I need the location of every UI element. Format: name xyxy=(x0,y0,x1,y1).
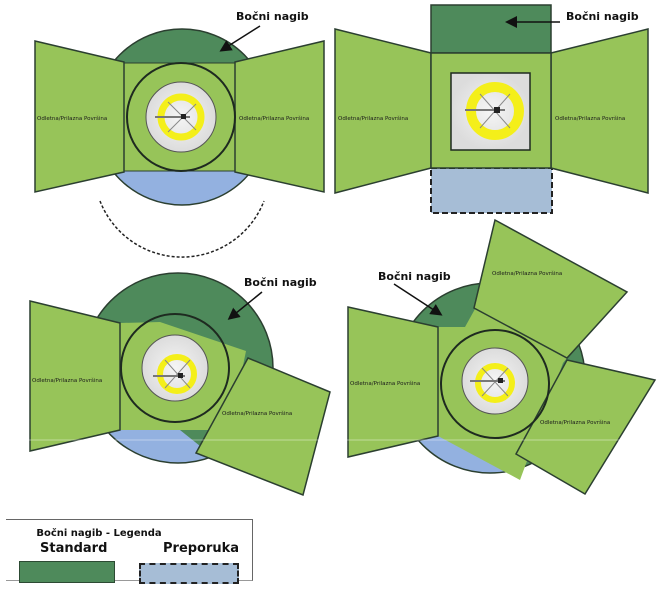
panel-1: Odletna/Prilazna Površina Odletna/Prilaz… xyxy=(34,10,325,258)
legend: Bočni nagib - Legenda Standard Preporuka xyxy=(6,519,253,584)
helicopter-icon xyxy=(494,107,500,113)
panel-2: Odletna/Prilazna Površina Odletna/Prilaz… xyxy=(334,4,649,214)
surface-label: Odletna/Prilazna Površina xyxy=(37,115,107,122)
legend-title: Bočni nagib - Legenda xyxy=(36,528,162,539)
fato-circle xyxy=(120,313,230,423)
approach-surface-top xyxy=(473,218,629,359)
side-slope-callout: Bočni nagib xyxy=(236,10,309,23)
callout-arrow xyxy=(219,25,261,52)
helicopter-icon xyxy=(498,378,503,383)
approach-surface-right xyxy=(234,40,325,193)
surface-label: Odletna/Prilazna Površina xyxy=(492,270,562,277)
helicopter-icon xyxy=(178,373,183,378)
tlof-marking xyxy=(461,347,529,415)
approach-surface-left xyxy=(29,300,121,452)
legend-standard-swatch xyxy=(19,561,115,583)
side-slope-callout: Bočni nagib xyxy=(566,10,639,23)
side-slope-callout: Bočni nagib xyxy=(378,270,451,283)
panel-3: Odletna/Prilazna Površina Odletna/Prilaz… xyxy=(29,272,331,497)
callout-arrow xyxy=(227,291,263,320)
approach-surface-right xyxy=(550,28,649,194)
approach-surface-left xyxy=(347,306,439,458)
panel-4: Odletna/Prilazna Površina Odletna/Prilaz… xyxy=(347,218,657,496)
tlof-marking xyxy=(450,72,531,151)
legend-recommended-label: Preporuka xyxy=(163,541,240,556)
surface-label: Odletna/Prilazna Površina xyxy=(222,410,292,417)
surface-label: Odletna/Prilazna Površina xyxy=(32,377,102,384)
surface-label: Odletna/Prilazna Površina xyxy=(338,115,408,122)
tlof-marking xyxy=(145,81,217,153)
legend-recommended-swatch xyxy=(139,563,239,584)
approach-surface-right xyxy=(194,357,331,497)
side-slope-recommended-area xyxy=(430,167,553,214)
side-slope-standard-area xyxy=(430,4,552,54)
approach-surface-left xyxy=(34,40,125,193)
legend-standard-label: Standard xyxy=(40,541,108,556)
fato-circle xyxy=(440,329,550,439)
helicopter-icon xyxy=(181,114,186,119)
approach-surface-left xyxy=(334,28,432,194)
surface-label: Odletna/Prilazna Površina xyxy=(350,380,420,387)
surface-label: Odletna/Prilazna Površina xyxy=(239,115,309,122)
side-slope-callout: Bočni nagib xyxy=(244,276,317,289)
tlof-marking xyxy=(141,334,209,402)
surface-label: Odletna/Prilazna Površina xyxy=(555,115,625,122)
callout-arrow xyxy=(393,283,443,316)
surface-label: Odletna/Prilazna Površina xyxy=(540,419,610,426)
